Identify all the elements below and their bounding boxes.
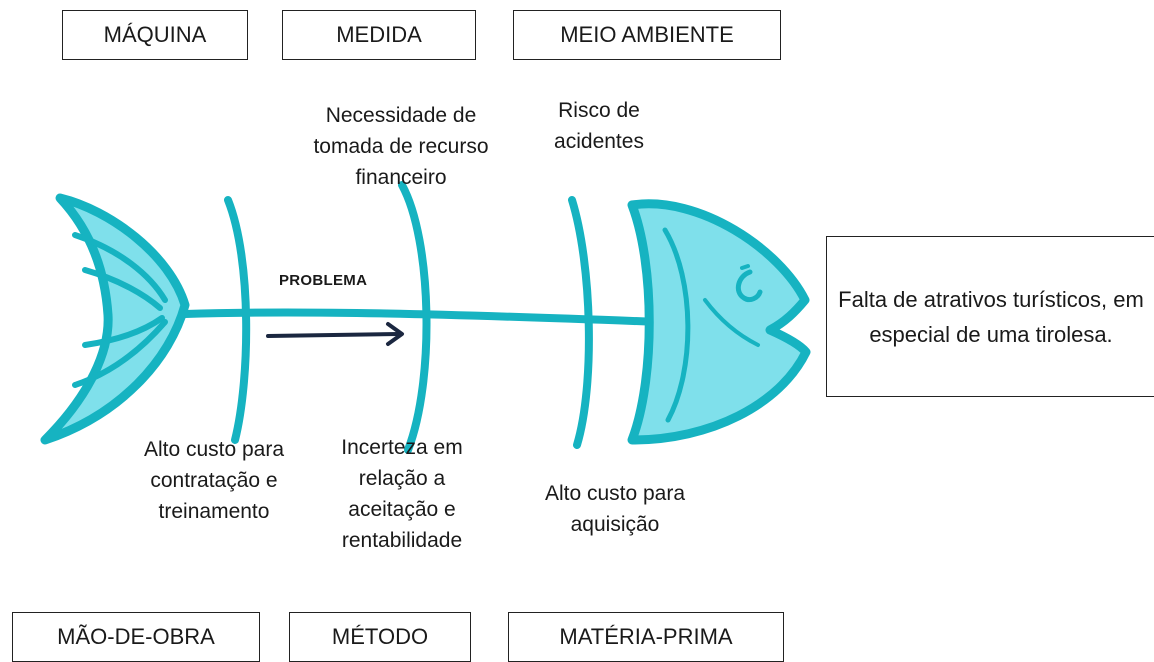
fish-gill — [662, 227, 691, 423]
category-metodo-label: MÉTODO — [331, 624, 429, 649]
fish-eye-mark — [740, 264, 750, 270]
category-materia-prima: MATÉRIA-PRIMA — [508, 612, 784, 662]
cause-mao-de-obra: Alto custo para contratação e treinament… — [143, 438, 285, 523]
effect-text: Falta de atrativos turísticos, em especi… — [838, 286, 1144, 347]
rib-mao-de-obra — [224, 196, 251, 444]
category-meio-ambiente: MEIO AMBIENTE — [513, 10, 781, 60]
category-mao-de-obra-label: MÃO-DE-OBRA — [57, 624, 215, 649]
category-mao-de-obra: MÃO-DE-OBRA — [12, 612, 260, 662]
fish-tail-line — [72, 232, 168, 303]
problem-arrow — [266, 332, 400, 338]
category-medida-label: MEDIDA — [336, 22, 422, 47]
fish-tail-line — [82, 267, 163, 311]
effect-box: Falta de atrativos turísticos, em especi… — [826, 236, 1154, 397]
fish-tail-line — [72, 319, 168, 388]
fish-tail — [40, 193, 190, 445]
cause-meio-ambiente: Risco de acidentes — [554, 99, 644, 153]
fish-cheek-line — [703, 298, 760, 347]
fish-eye — [735, 269, 763, 303]
rib-materia-prima — [568, 196, 593, 449]
category-meio-ambiente-label: MEIO AMBIENTE — [560, 22, 734, 47]
fish-spine — [181, 308, 664, 326]
category-maquina: MÁQUINA — [62, 10, 248, 60]
fish-tail-line — [82, 315, 165, 348]
category-materia-prima-label: MATÉRIA-PRIMA — [559, 624, 733, 649]
problem-label: PROBLEMA — [279, 272, 368, 289]
fish-head — [627, 199, 811, 445]
cause-metodo: Incerteza em relação a aceitação e renta… — [341, 436, 463, 552]
rib-metodo — [398, 181, 431, 454]
category-medida: MEDIDA — [282, 10, 476, 60]
problem-arrow-head — [386, 322, 404, 346]
cause-materia-prima: Alto custo para aquisição — [544, 482, 686, 536]
cause-medida: Necessidade de tomada de recurso finance… — [313, 104, 489, 189]
category-maquina-label: MÁQUINA — [103, 22, 207, 47]
category-metodo: MÉTODO — [289, 612, 471, 662]
